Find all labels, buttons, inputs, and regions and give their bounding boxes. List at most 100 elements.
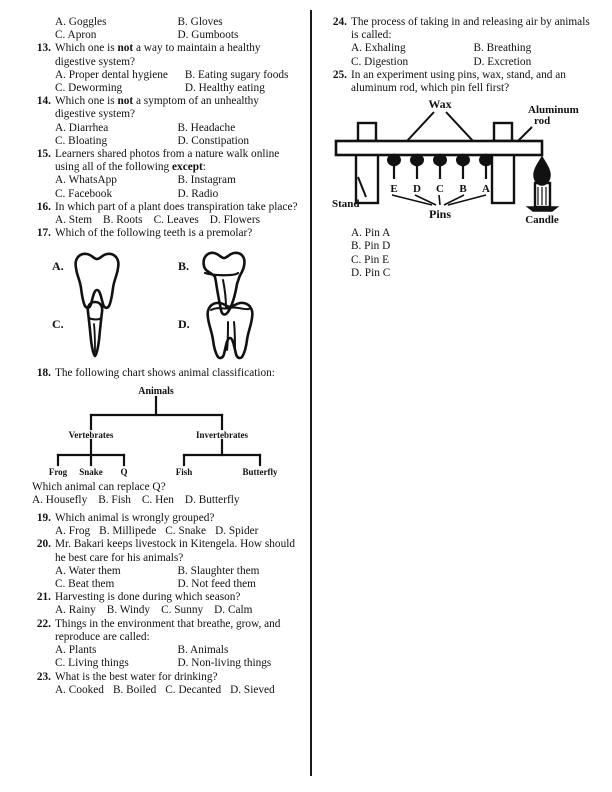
option-c[interactable]: C. Snake	[165, 525, 207, 538]
option-c[interactable]: C. Living things	[55, 657, 129, 670]
stand-label: Stand	[332, 198, 360, 210]
question-stem: Which animal is wrongly grouped?	[55, 512, 215, 525]
option-b[interactable]: B. Gloves	[177, 16, 223, 28]
left-column: A. Goggles B. Gloves C. Apron D. Gumboot…	[32, 16, 300, 697]
question-number: 24.	[332, 16, 347, 28]
option-c[interactable]: C. Deworming	[55, 82, 123, 95]
teeth-label-d: D.	[178, 317, 190, 331]
teeth-label-a: A.	[52, 259, 64, 273]
option-a[interactable]: A. Diarrhea	[55, 121, 109, 134]
option-c[interactable]: C. Facebook	[55, 187, 113, 200]
option-d[interactable]: D. Healthy eating	[184, 82, 265, 95]
option-a[interactable]: A. Cooked	[55, 683, 104, 696]
option-d[interactable]: D. Butterfly	[184, 493, 240, 506]
option-row: C. Digestion D. Excretion	[351, 56, 596, 69]
option-d[interactable]: D. Pin C	[351, 266, 391, 279]
option-row: D. Pin C	[351, 267, 596, 280]
option-c[interactable]: C. Hen	[141, 493, 174, 506]
question-25-options: A. Pin A B. Pin D C. Pin E D. Pin C	[351, 227, 596, 280]
stem-part-1: Which one is	[55, 42, 118, 55]
question-24: 24. The process of taking in and releasi…	[328, 16, 596, 42]
option-b[interactable]: B. Millipede	[99, 525, 157, 538]
option-b[interactable]: B. Instagram	[177, 174, 236, 187]
option-b[interactable]: B. Windy	[106, 604, 151, 617]
option-d[interactable]: D. Non-living things	[177, 657, 272, 670]
option-d[interactable]: D. Radio	[177, 187, 219, 200]
option-a[interactable]: A. Goggles	[55, 16, 107, 28]
stem-emphasis: not	[117, 95, 134, 108]
option-row: A. Rainy B. Windy C. Sunny D. Calm	[55, 604, 300, 617]
question-17: 17. Which of the following teeth is a pr…	[32, 227, 300, 240]
chart-leaf-butterfly: Butterfly	[243, 467, 278, 477]
question-15: 15. Learners shared photos from a nature…	[32, 148, 300, 174]
aluminum-rod	[334, 139, 544, 157]
option-a[interactable]: A. Plants	[55, 644, 97, 657]
question-stem: What is the best water for drinking?	[55, 670, 218, 683]
question-20: 20. Mr. Bakari keeps livestock in Kiteng…	[32, 538, 300, 564]
option-c[interactable]: C. Leaves	[153, 214, 199, 227]
option-a[interactable]: A. Stem	[55, 214, 93, 227]
question-stem: Learners shared photos from a nature wal…	[55, 148, 300, 174]
option-c[interactable]: C. Bloating	[55, 134, 108, 147]
option-a[interactable]: A. Pin A	[351, 227, 391, 240]
option-c[interactable]: C. Sunny	[161, 604, 204, 617]
question-24-options: A. Exhaling B. Breathing C. Digestion D.…	[351, 42, 596, 68]
option-a[interactable]: A. Exhaling	[351, 42, 406, 55]
question-13-options: A. Proper dental hygiene B. Eating sugar…	[55, 69, 300, 95]
option-c[interactable]: C. Decanted	[165, 683, 222, 696]
option-d[interactable]: D. Excretion	[473, 55, 532, 68]
option-a[interactable]: A. WhatsApp	[55, 174, 117, 187]
option-d[interactable]: D. Sieved	[230, 683, 275, 696]
option-row: A. Proper dental hygiene B. Eating sugar…	[55, 69, 300, 82]
option-d[interactable]: D. Spider	[215, 525, 259, 538]
question-stem: Harvesting is done during which season?	[55, 591, 241, 604]
option-row: B. Pin D	[351, 240, 596, 253]
option-b[interactable]: B. Roots	[103, 214, 143, 227]
question-number: 22.	[36, 617, 51, 630]
option-c[interactable]: C. Apron	[55, 29, 97, 42]
stem-part-1: Learners shared photos from a nature wal…	[55, 148, 280, 174]
option-d[interactable]: D. Calm	[214, 604, 253, 617]
question-stem: Which one is not a way to maintain a hea…	[55, 42, 300, 68]
wax-label: Wax	[428, 97, 451, 111]
option-a[interactable]: A. Frog	[55, 525, 91, 538]
question-stem: The following chart shows animal classif…	[55, 367, 275, 380]
option-b[interactable]: B. Breathing	[473, 42, 532, 55]
question-stem: Which one is not a symptom of an unhealt…	[55, 95, 300, 121]
option-d[interactable]: D. Constipation	[177, 134, 250, 147]
option-b[interactable]: B. Slaughter them	[177, 564, 260, 577]
question-number: 15.	[36, 148, 51, 161]
tooth-a-molar	[74, 253, 120, 310]
option-b[interactable]: B. Eating sugary foods	[184, 68, 289, 81]
option-c[interactable]: C. Beat them	[55, 578, 115, 591]
option-c[interactable]: C. Pin E	[351, 253, 389, 266]
option-a[interactable]: A. Water them	[55, 564, 121, 577]
tooth-d-molar	[206, 302, 254, 360]
option-row: C. Living things D. Non-living things	[55, 657, 300, 670]
option-b[interactable]: B. Headache	[177, 121, 236, 134]
question-stem: The process of taking in and releasing a…	[351, 16, 590, 42]
chart-leaf-fish: Fish	[176, 467, 193, 477]
question-number: 16.	[36, 200, 51, 213]
option-d[interactable]: D. Gumboots	[177, 29, 239, 42]
option-a[interactable]: A. Proper dental hygiene	[55, 68, 168, 81]
option-b[interactable]: B. Pin D	[351, 240, 391, 253]
question-stem: In an experiment using pins, wax, stand,…	[351, 68, 566, 95]
question-19-options: A. Frog B. Millipede C. Snake D. Spider	[55, 525, 300, 538]
option-b[interactable]: B. Animals	[177, 644, 229, 657]
question-18-follow-up: Which animal can replace Q?	[32, 480, 166, 493]
chart-branch-label-invertebrates: Invertebrates	[196, 430, 248, 440]
pin-label-b: B	[459, 183, 467, 195]
option-a[interactable]: A. Housefly	[32, 493, 88, 506]
option-b[interactable]: B. Fish	[98, 493, 131, 506]
option-row: A. WhatsApp B. Instagram	[55, 174, 300, 187]
question-stem: In which part of a plant does transpirat…	[55, 200, 298, 213]
option-b[interactable]: B. Boiled	[112, 683, 157, 696]
option-d[interactable]: D. Flowers	[209, 214, 260, 227]
option-c[interactable]: C. Digestion	[351, 55, 409, 68]
question-21: 21. Harvesting is done during which seas…	[32, 591, 300, 604]
question-23-options: A. Cooked B. Boiled C. Decanted D. Sieve…	[55, 684, 300, 697]
option-d[interactable]: D. Not feed them	[177, 578, 256, 591]
option-a[interactable]: A. Rainy	[55, 604, 96, 617]
